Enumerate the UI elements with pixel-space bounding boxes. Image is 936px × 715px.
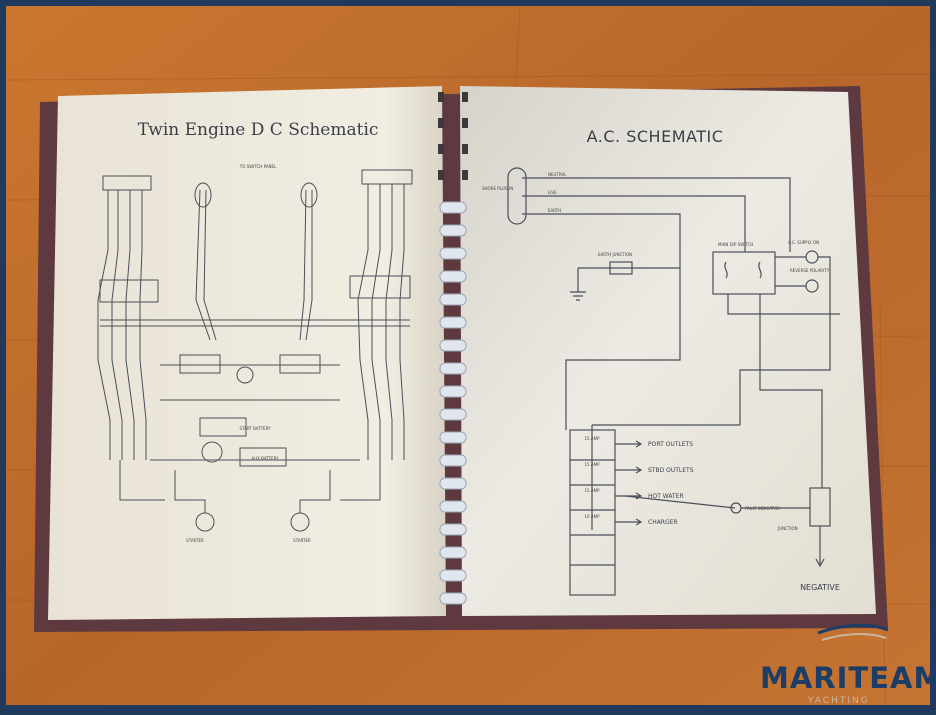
reverse-polarity-label: REVERSE POLARITY bbox=[790, 268, 830, 273]
fault-indicator-label: FAULT INDICATOR bbox=[745, 506, 780, 511]
stbd-outlets-label: STBD OUTLETS bbox=[648, 467, 694, 474]
starter-stbd-label: STARTER bbox=[293, 538, 311, 543]
breaker-label: 15 AMP bbox=[585, 488, 601, 493]
left-page bbox=[48, 86, 446, 620]
brand-name: MARITEAM bbox=[760, 661, 936, 695]
mariteam-logo: MARITEAM YACHTING bbox=[760, 623, 936, 706]
switch-panel-label: TO SWITCH PANEL bbox=[239, 164, 277, 169]
hot-water-label: HOT WATER bbox=[648, 493, 684, 500]
spiral-binding bbox=[438, 92, 468, 605]
start-battery-label: START BATTERY bbox=[239, 426, 271, 431]
dc-schematic-title: Twin Engine D C Schematic bbox=[138, 120, 379, 140]
starter-port-label: STARTER bbox=[186, 538, 204, 543]
ac-schematic-diagram bbox=[507, 167, 840, 596]
dc-schematic-diagram bbox=[97, 169, 413, 532]
breaker-label: 10 AMP bbox=[585, 514, 601, 519]
earth-junction-label: EARTH JUNCTION bbox=[598, 252, 632, 257]
ac-schematic-title: A.C. SCHEMATIC bbox=[587, 127, 724, 146]
port-outlets-label: PORT OUTLETS bbox=[648, 441, 693, 448]
charger-label: CHARGER bbox=[648, 519, 678, 526]
earth-label: EARTH bbox=[548, 208, 561, 213]
junction-label: JUNCTION bbox=[777, 526, 798, 531]
main-switch-label: MAIN D/P SWITCH bbox=[718, 242, 753, 247]
ac-supply-label: A.C. SUPPLY ON bbox=[788, 240, 819, 245]
live-label: LIVE bbox=[548, 190, 557, 195]
breaker-labels: 15 AMP 15 AMP 15 AMP 10 AMP bbox=[585, 436, 601, 519]
brand-sub: YACHTING bbox=[807, 696, 870, 706]
negative-label: NEGATIVE bbox=[800, 583, 840, 592]
neutral-label: NEUTRAL bbox=[548, 172, 567, 177]
shore-plug-label: SHORE PLUG IN bbox=[482, 186, 513, 191]
right-page bbox=[460, 86, 876, 616]
breaker-label: 15 AMP bbox=[585, 436, 601, 441]
aux-battery-label: AUX BATTERY bbox=[251, 456, 279, 461]
breaker-label: 15 AMP bbox=[585, 462, 601, 467]
